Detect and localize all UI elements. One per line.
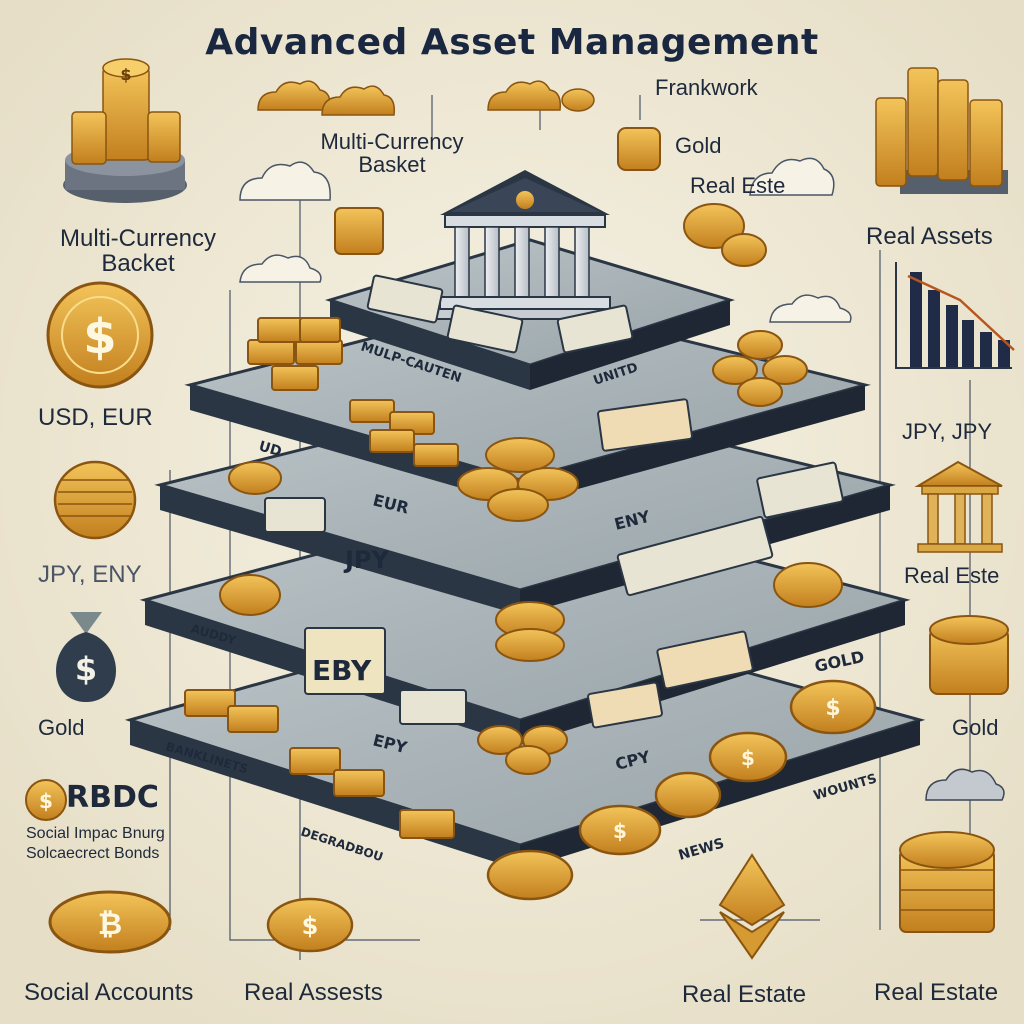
dollar-coin-icon: $ (25, 779, 67, 821)
cloud-icon (925, 768, 1005, 801)
top-multi-currency-label: Multi-Currency Basket (320, 129, 464, 178)
dollar-coin-icon: $ (46, 281, 154, 389)
bitcoin-coin-icon: ₿ (48, 890, 172, 954)
left-jpy-eny-label: JPY, ENY (38, 561, 142, 588)
left-rbdc-label: RBDC (66, 780, 159, 815)
svg-text:$: $ (825, 696, 840, 721)
bottom-real-assets-label: Real Assests (244, 979, 383, 1006)
svg-text:$: $ (120, 65, 131, 84)
gold-bar-icon (334, 127, 767, 267)
cloud-icons (239, 157, 852, 323)
subtitle: Frankwork (655, 75, 758, 100)
coin-pile-icons (219, 330, 843, 775)
page-title: Advanced Asset Management (205, 22, 819, 63)
bottom-real-estate-right-label: Real Estate (874, 979, 999, 1006)
tier4-eby-label: EBY (312, 654, 372, 687)
left-usd-eur-label: USD, EUR (38, 404, 153, 431)
right-gold-label: Gold (952, 715, 999, 740)
left-gold-label: Gold (38, 715, 85, 740)
coin-stack-icon: $ (63, 58, 187, 203)
coin-stack-icon (53, 460, 137, 540)
left-social-bonds-label: Solcaecrect Bonds (26, 845, 160, 862)
bar-chart-icon (895, 262, 1015, 369)
dollar-coin-icon: $ (266, 897, 354, 953)
top-gold-label: Gold (675, 133, 722, 158)
money-bag-icon: $ (56, 612, 116, 702)
bottom-real-estate-center-label: Real Estate (682, 981, 807, 1008)
dollar-coin-icons: $ $ $ (486, 679, 877, 901)
gold-bar-icons (184, 317, 459, 839)
tier2-left-label: UD (257, 438, 284, 460)
svg-text:₿: ₿ (98, 907, 122, 942)
tier3-jpy-label: JPY (343, 546, 390, 574)
right-real-estate-label: Real Este (904, 563, 1000, 588)
top-real-estate-label: Real Este (690, 173, 786, 198)
left-social-impact-label: Social Impac Bnurg (26, 825, 165, 842)
ethereum-icon (718, 853, 786, 960)
gold-cloud-icons (257, 80, 595, 116)
tier-3-platform (184, 298, 871, 505)
bank-building-icon (914, 460, 1003, 553)
svg-text:$: $ (302, 912, 319, 940)
bank-building-icon (431, 170, 619, 320)
right-real-assets-label: Real Assets (866, 223, 993, 250)
svg-text:$: $ (75, 650, 97, 688)
svg-text:$: $ (83, 309, 116, 365)
left-social-accounts-label: Social Accounts (24, 979, 194, 1006)
left-multi-currency-label: Multi-Currency Backet (59, 225, 217, 278)
coin-stack-icon (929, 615, 1009, 695)
svg-text:$: $ (741, 746, 755, 770)
right-jpy-jpy-label: JPY, JPY (902, 419, 993, 444)
banknote-icons (264, 274, 844, 729)
svg-text:$: $ (613, 819, 627, 843)
coin-stack-icon (875, 67, 1008, 194)
coin-stack-icon (899, 831, 995, 933)
svg-text:$: $ (39, 789, 53, 813)
